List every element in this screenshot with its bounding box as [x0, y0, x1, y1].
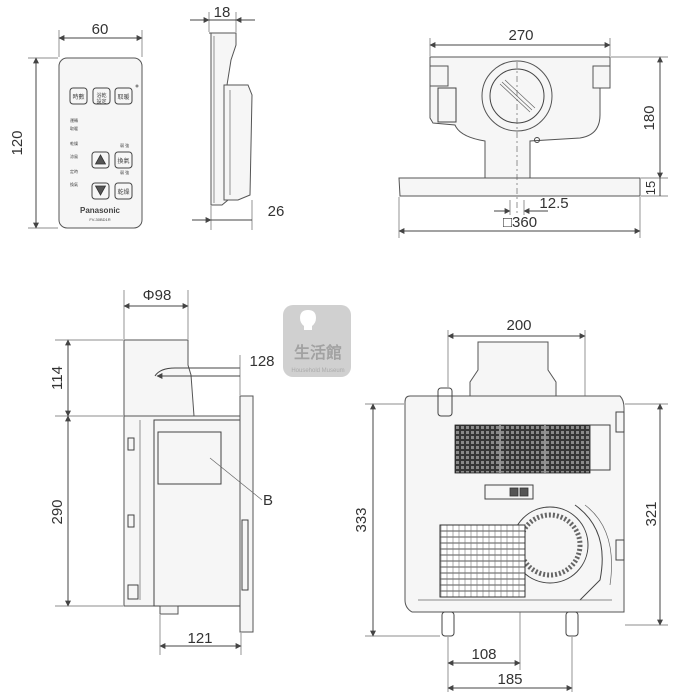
- front-width-label: 270: [508, 27, 533, 44]
- remote-button-top-middle-label: 浴乾: [96, 92, 106, 99]
- bottom-left-height-label: 333: [353, 507, 370, 532]
- side-view: Φ98 114 290 128 B 121: [49, 287, 275, 655]
- remote-small-labels: 運轉 取暖 乾燥 涼風 定時 換氣 弱 強 弱 強: [70, 117, 129, 187]
- bottom-view-vent-grille: [439, 524, 526, 598]
- watermark-subtext: Household Museum: [291, 368, 344, 374]
- remote-button-top-left-label: 時數: [72, 93, 84, 101]
- side-offset-label: 128: [249, 353, 274, 370]
- remote-height-label: 120: [9, 130, 26, 155]
- svg-text:乾燥: 乾燥: [70, 140, 78, 146]
- remote-button-top-right: [114, 87, 133, 105]
- bottom-top-width-label: 200: [506, 317, 531, 334]
- svg-text:運轉: 運轉: [70, 117, 78, 123]
- remote-side-view: 18 26: [190, 4, 284, 230]
- svg-text:涼風: 涼風: [70, 153, 78, 159]
- down-arrow-icon: [94, 185, 107, 196]
- side-view-body: [123, 415, 243, 607]
- remote-bottom-right-label: 乾燥: [117, 188, 129, 196]
- front-height-label: 180: [641, 105, 658, 130]
- remote-model-number: FV-30BD1R: [89, 217, 110, 222]
- remote-button-top-left: [69, 87, 88, 105]
- watermark-badge: [283, 305, 351, 377]
- remote-body: [58, 57, 143, 229]
- remote-button-top-right-label: 取暖: [117, 93, 129, 101]
- side-view-duct: [123, 339, 195, 417]
- front-view: 270 180 15 12.5 □360: [398, 27, 668, 238]
- watermark: 生活館 Household Museum: [283, 305, 351, 377]
- side-depth-label: 121: [187, 630, 212, 647]
- bottom-view: 200 333 321 108 185: [353, 317, 668, 692]
- remote-mid-right-button: [114, 151, 133, 169]
- front-flange-label: 15: [643, 181, 658, 195]
- remote-button-top-middle-label-2: 設定: [96, 98, 106, 105]
- svg-text:定時: 定時: [70, 168, 78, 174]
- side-callout-label: B: [263, 492, 273, 509]
- side-duct-label: Φ98: [143, 287, 172, 304]
- remote-thickness-label: 18: [214, 4, 231, 21]
- front-offset-label: 12.5: [539, 195, 568, 212]
- remote-down-button: [91, 182, 110, 200]
- front-panel-label: □360: [503, 214, 537, 231]
- remote-width-label: 60: [92, 21, 109, 38]
- svg-text:弱 強: 弱 強: [120, 169, 129, 175]
- side-view-ceiling-panel: [239, 395, 254, 633]
- side-body-height-label: 290: [49, 499, 66, 524]
- remote-depth-label: 26: [268, 203, 285, 220]
- svg-text:弱 強: 弱 強: [120, 142, 129, 148]
- up-arrow-icon: [94, 154, 107, 165]
- remote-mid-right-label: 換氣: [117, 157, 129, 165]
- bottom-outer-width-label: 185: [497, 671, 522, 688]
- watermark-text: 生活館: [294, 343, 342, 362]
- bottom-view-duct: [469, 341, 557, 399]
- side-duct-height-label: 114: [49, 366, 66, 390]
- svg-text:取暖: 取暖: [70, 125, 78, 131]
- bottom-right-height-label: 321: [643, 501, 660, 526]
- remote-up-button: [91, 151, 110, 169]
- remote-button-top-middle: [92, 87, 111, 105]
- remote-front-view: 時數 浴乾 設定 取暖 運轉 取暖 乾燥 涼風 定時 換氣 弱 強 弱 強 換氣…: [9, 21, 143, 229]
- remote-indicator-led: [135, 84, 139, 88]
- bottom-view-heater-grille: [454, 424, 591, 474]
- front-view-panel: [398, 177, 641, 197]
- lightbulb-icon: [300, 310, 316, 330]
- remote-brand-logo: Panasonic: [80, 206, 121, 215]
- bottom-inner-width-label: 108: [471, 646, 496, 663]
- bottom-view-control-box: [484, 484, 534, 500]
- svg-text:換氣: 換氣: [70, 181, 78, 187]
- remote-bottom-right-button: [114, 182, 133, 200]
